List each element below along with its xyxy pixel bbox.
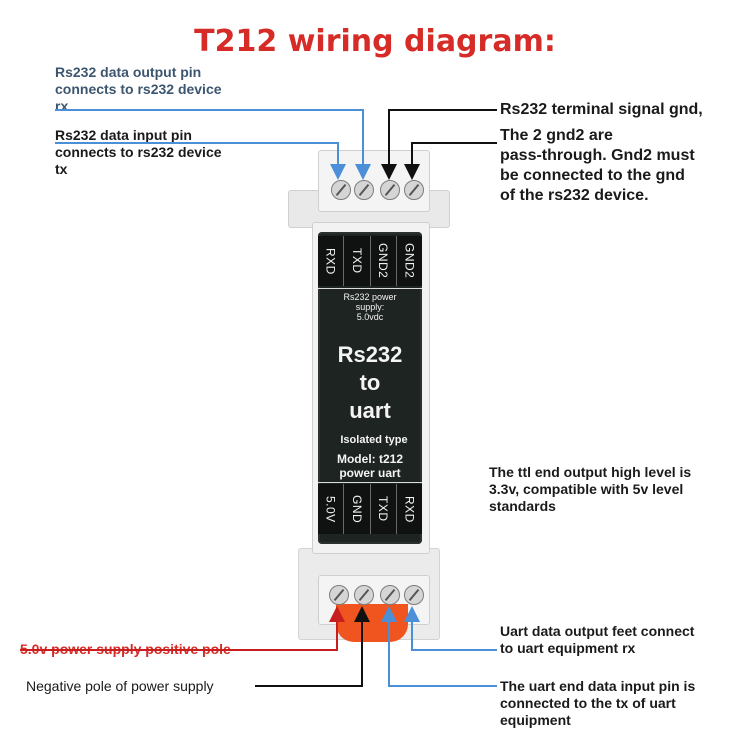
pin-label: RXD [402, 495, 417, 523]
rs232-input-callout: Rs232 data input pin connects to rs232 d… [55, 127, 222, 177]
top-pin-labels: RXD TXD GND2 GND2 [318, 236, 422, 286]
gnd2-note-callout: The 2 gnd2 are pass-through. Gnd2 must b… [500, 127, 695, 204]
negative-pole-callout: Negative pole of power supply [26, 678, 214, 694]
screw-icon[interactable] [380, 585, 400, 605]
pin-label: RXD [323, 247, 338, 275]
terminal-gnd-callout: Rs232 terminal signal gnd, [500, 101, 703, 118]
screw-icon[interactable] [354, 180, 374, 200]
pin-label: GND [349, 494, 364, 524]
pin-label: GND2 [402, 243, 417, 279]
uart-output-callout: Uart data output feet connect to uart eq… [500, 623, 695, 656]
screw-icon[interactable] [404, 180, 424, 200]
gnd2-wire [404, 142, 497, 180]
bottom-pin-labels: 5.0V GND TXD RXD [318, 484, 422, 534]
uart-rx-wire [404, 606, 497, 651]
rs232-tx-wire [55, 109, 371, 180]
uart-tx-wire [381, 606, 497, 687]
pin-label: GND2 [376, 243, 391, 279]
pin-label: TXD [349, 248, 364, 274]
ttl-level-callout: The ttl end output high level is 3.3v, c… [489, 464, 692, 514]
gnd-wire [381, 109, 497, 180]
model-label: Model: t212 [336, 452, 403, 466]
power-uart-label: power uart [339, 466, 401, 480]
pin-label: 5.0V [323, 495, 338, 523]
uart-input-callout: The uart end data input pin is connected… [500, 678, 696, 728]
screw-icon[interactable] [329, 585, 349, 605]
power-negative-wire [255, 606, 370, 687]
module-name-line1: Rs232 [337, 342, 403, 367]
pcb-board: RXD TXD GND2 GND2 Rs232 power supply: 5.… [318, 232, 422, 544]
pin-label: TXD [376, 496, 391, 522]
screw-icon[interactable] [404, 585, 424, 605]
module-name-line3: uart [349, 398, 391, 423]
screw-icon[interactable] [380, 180, 400, 200]
screw-icon[interactable] [354, 585, 374, 605]
power-positive-wire [20, 606, 345, 651]
power-note: Rs232 power supply: 5.0vdc [343, 292, 397, 322]
module-name-line2: to [359, 370, 381, 395]
page-title: T212 wiring diagram: [194, 24, 556, 59]
isolated-label: Isolated type [340, 434, 408, 446]
screw-icon[interactable] [331, 180, 351, 200]
rs232-rx-wire [55, 142, 346, 180]
